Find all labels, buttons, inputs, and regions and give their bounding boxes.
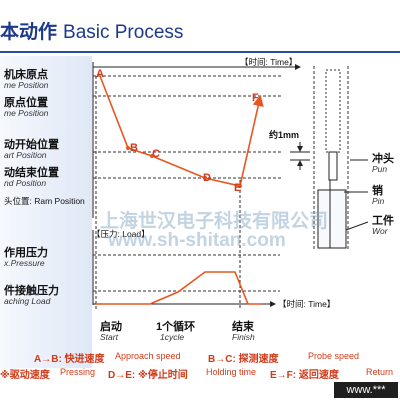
legend-ab: A→B: 快进速度 bbox=[34, 354, 105, 365]
label-start-pos-cn: 动开始位置 bbox=[4, 139, 59, 151]
point-c-dot bbox=[150, 154, 154, 158]
label-home-pos-cn: 原点位置 bbox=[4, 97, 48, 109]
point-b-dot bbox=[126, 146, 130, 150]
punch-label-en: Pun bbox=[372, 164, 388, 174]
finish-label-en: Finish bbox=[232, 332, 255, 342]
title-divider bbox=[0, 51, 400, 53]
legend-ef: E→F: 返回速度 bbox=[270, 370, 339, 381]
start-label-cn: 启动 bbox=[100, 321, 122, 333]
approx-1mm-label: 约1mm bbox=[269, 130, 300, 140]
point-b-label: B bbox=[130, 142, 138, 154]
work-label-cn: 工件 bbox=[372, 215, 394, 227]
watermark-cn: 上海世汉电子科技有限公司 bbox=[100, 211, 329, 232]
left-label-band bbox=[0, 56, 92, 368]
pressure-axis-label: 【压力: Load】 bbox=[92, 229, 150, 239]
watermark-url: www.sh-shitan.com bbox=[108, 230, 286, 251]
start-label-en: Start bbox=[100, 332, 118, 342]
ram-path bbox=[99, 75, 264, 187]
pin-label-cn: 销 bbox=[372, 185, 383, 197]
pin-label-en: Pin bbox=[372, 196, 385, 206]
punch-schematic bbox=[325, 69, 341, 153]
legend-de: D→E: ※停止时间 bbox=[108, 370, 188, 381]
label-ram-position: 头位置: Ram Position bbox=[4, 196, 85, 206]
label-start-pos-en: art Position bbox=[4, 150, 47, 160]
legend-de-en: Holding time bbox=[206, 367, 257, 377]
legend-ab-en: Approach speed bbox=[115, 351, 181, 361]
legend-ef-en: Return bbox=[366, 367, 394, 377]
label-machine-home-en: me Position bbox=[4, 80, 49, 90]
cycle-label-cn: 1个循环 bbox=[156, 321, 196, 333]
footer-badge: www.*** bbox=[334, 382, 398, 398]
punch-tip bbox=[328, 151, 338, 181]
time-axis-bottom-label: 【时间: Time】 bbox=[278, 299, 336, 309]
title-cn: 本动作 bbox=[0, 22, 58, 43]
label-end-pos-en: nd Position bbox=[4, 178, 47, 188]
label-touch-en: aching Load bbox=[4, 296, 51, 306]
time-axis-top-label: 【时间: Time】 bbox=[240, 57, 298, 67]
point-d-label: D bbox=[203, 172, 211, 184]
point-c-label: C bbox=[152, 148, 160, 160]
legend-press: ※驱动速度 bbox=[0, 370, 50, 381]
point-e-label: E bbox=[234, 182, 242, 194]
label-machine-home-cn: 机床原点 bbox=[4, 69, 48, 81]
title-en: Basic Process bbox=[63, 22, 184, 43]
label-force-en: x.Pressure bbox=[4, 258, 45, 268]
legend-press-en: Pressing bbox=[60, 367, 96, 377]
label-touch-cn: 件接触压力 bbox=[4, 285, 59, 297]
label-home-pos-en: me Position bbox=[4, 108, 49, 118]
legend-bc: B→C: 探测速度 bbox=[208, 354, 279, 365]
legend-bc-en: Probe speed bbox=[308, 351, 360, 361]
work-label-en: Wor bbox=[372, 226, 388, 236]
point-f-label: F bbox=[252, 92, 259, 104]
load-profile bbox=[96, 271, 262, 305]
work-block bbox=[317, 189, 347, 249]
label-force-cn: 作用压力 bbox=[4, 247, 48, 259]
cycle-label-en: 1cycle bbox=[160, 332, 185, 342]
point-e-dot bbox=[238, 184, 242, 188]
point-d-dot bbox=[203, 176, 207, 180]
punch-label-cn: 冲头 bbox=[372, 153, 394, 165]
finish-label-cn: 结束 bbox=[232, 321, 254, 333]
point-a-label: A bbox=[96, 68, 104, 80]
label-end-pos-cn: 动结束位置 bbox=[4, 167, 59, 179]
